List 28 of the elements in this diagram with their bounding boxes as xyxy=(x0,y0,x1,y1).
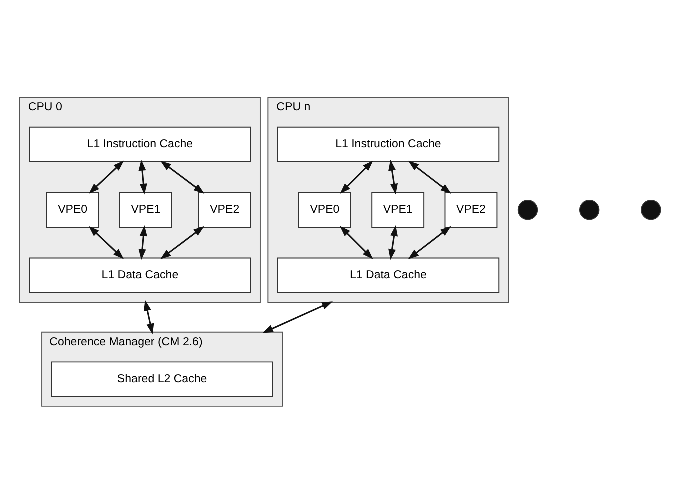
node-box: L1 Data Cache xyxy=(29,258,252,294)
node-box: VPE1 xyxy=(120,192,172,228)
node-box: VPE2 xyxy=(198,192,252,228)
arrow xyxy=(144,300,154,335)
node-box: VPE2 xyxy=(444,192,498,228)
arrow xyxy=(88,226,124,260)
arrow xyxy=(340,160,374,194)
arrow xyxy=(160,226,204,260)
node-box: L1 Data Cache xyxy=(277,258,500,294)
arrow xyxy=(340,226,374,260)
node-box: VPE0 xyxy=(298,192,352,228)
arrow xyxy=(262,302,333,334)
node-box: Shared L2 Cache xyxy=(51,362,274,398)
node-box: L1 Instruction Cache xyxy=(29,126,252,162)
arrow xyxy=(138,160,148,195)
node-box: VPE0 xyxy=(46,192,100,228)
node-circle xyxy=(641,200,662,220)
node-box: L1 Instruction Cache xyxy=(277,126,500,162)
node-box: VPE1 xyxy=(372,192,425,228)
arrow xyxy=(160,160,205,194)
arrow xyxy=(408,226,452,260)
arrow xyxy=(388,225,398,260)
arrow xyxy=(138,225,148,260)
arrow xyxy=(88,160,124,194)
node-circle xyxy=(518,200,538,220)
node-circle xyxy=(579,200,600,220)
arrow xyxy=(408,160,452,194)
arrow xyxy=(388,160,398,195)
